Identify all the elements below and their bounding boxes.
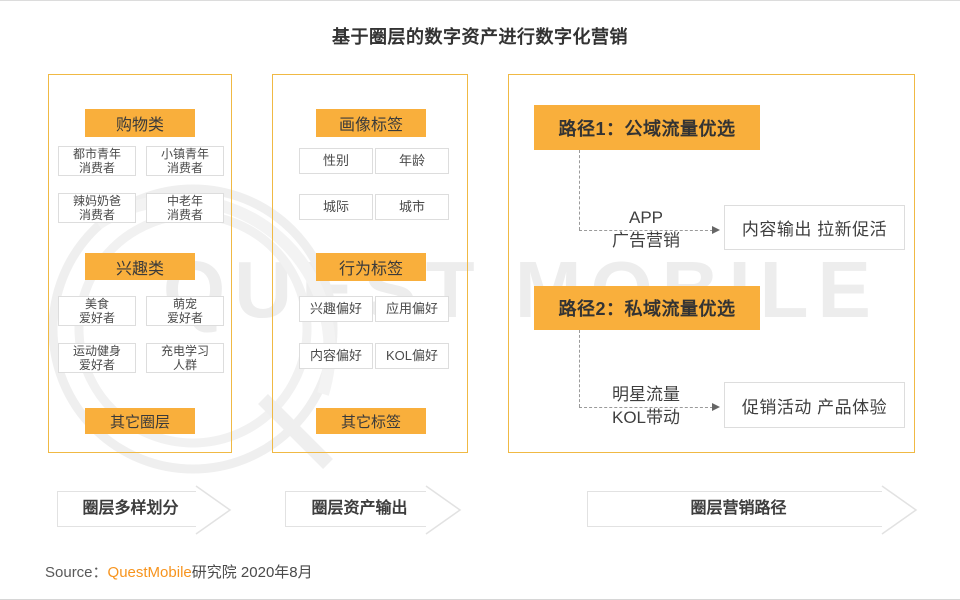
panel-circle-segmentation: 购物类 都市青年 消费者 小镇青年 消费者 辣妈奶爸 消费者 中老年 消费者 兴… [48, 74, 232, 453]
source-prefix: Source： [45, 564, 108, 581]
tag-item: 内容偏好 [299, 343, 373, 369]
tag-item: 城市 [375, 194, 449, 220]
flow-step-label: 圈层资产输出 [311, 500, 408, 517]
circle-item: 萌宠 爱好者 [146, 296, 224, 326]
path1-connector-horizontal [579, 230, 713, 231]
panel-marketing-paths: 路径1：公域流量优选 APP 广告营销 内容输出 拉新促活 路径2：私域流量优选… [508, 74, 915, 453]
circle-item: 都市青年 消费者 [58, 146, 136, 176]
tag-item: 应用偏好 [375, 296, 449, 322]
chevron-right-icon [195, 485, 232, 535]
other-circles-footer: 其它圈层 [85, 408, 195, 434]
circle-item: 小镇青年 消费者 [146, 146, 224, 176]
path2-connector-horizontal [579, 407, 713, 408]
chevron-right-icon [425, 485, 462, 535]
tag-item: 年龄 [375, 148, 449, 174]
chevron-right-icon [881, 485, 918, 535]
other-tags-footer: 其它标签 [316, 408, 426, 434]
path1-result-box: 内容输出 拉新促活 [724, 205, 905, 250]
tag-item: KOL偏好 [375, 343, 449, 369]
portrait-tags-header: 画像标签 [316, 109, 426, 137]
behavior-tags-header: 行为标签 [316, 253, 426, 281]
tag-item: 城际 [299, 194, 373, 220]
flow-step-label: 圈层营销路径 [690, 500, 787, 517]
flow-step-asset-output: 圈层资产输出 [285, 485, 462, 535]
path1-header: 路径1：公域流量优选 [534, 105, 760, 150]
arrow-right-icon [712, 226, 720, 234]
path2-connector-vertical [579, 330, 580, 407]
path2-channel-label: 明星流量 KOL带动 [611, 385, 681, 427]
page-title: 基于圈层的数字资产进行数字化营销 [332, 27, 628, 47]
tag-item: 兴趣偏好 [299, 296, 373, 322]
circle-item: 运动健身 爱好者 [58, 343, 136, 373]
arrow-right-icon [712, 403, 720, 411]
circle-item: 美食 爱好者 [58, 296, 136, 326]
path1-channel-label: APP 广告营销 [612, 208, 680, 250]
interest-category-header: 兴趣类 [85, 253, 195, 280]
path2-result-box: 促销活动 产品体验 [724, 382, 905, 428]
tag-item: 性别 [299, 148, 373, 174]
panel-tag-assets: 画像标签 性别 年龄 城际 城市 行为标签 兴趣偏好 应用偏好 内容偏好 KOL… [272, 74, 468, 453]
source-brand: QuestMobile [107, 564, 192, 581]
shopping-category-header: 购物类 [85, 109, 195, 137]
source-suffix: 研究院 2020年8月 [191, 564, 313, 581]
flow-step-marketing-path: 圈层营销路径 [587, 485, 918, 535]
path2-header: 路径2：私域流量优选 [534, 286, 760, 330]
path1-connector-vertical [579, 150, 580, 230]
circle-item: 辣妈奶爸 消费者 [58, 193, 136, 223]
source-line: Source：QuestMobile研究院 2020年8月 [45, 561, 313, 582]
circle-item: 充电学习 人群 [146, 343, 224, 373]
flow-step-segmentation: 圈层多样划分 [57, 485, 232, 535]
circle-item: 中老年 消费者 [146, 193, 224, 223]
flow-step-label: 圈层多样划分 [82, 500, 179, 517]
